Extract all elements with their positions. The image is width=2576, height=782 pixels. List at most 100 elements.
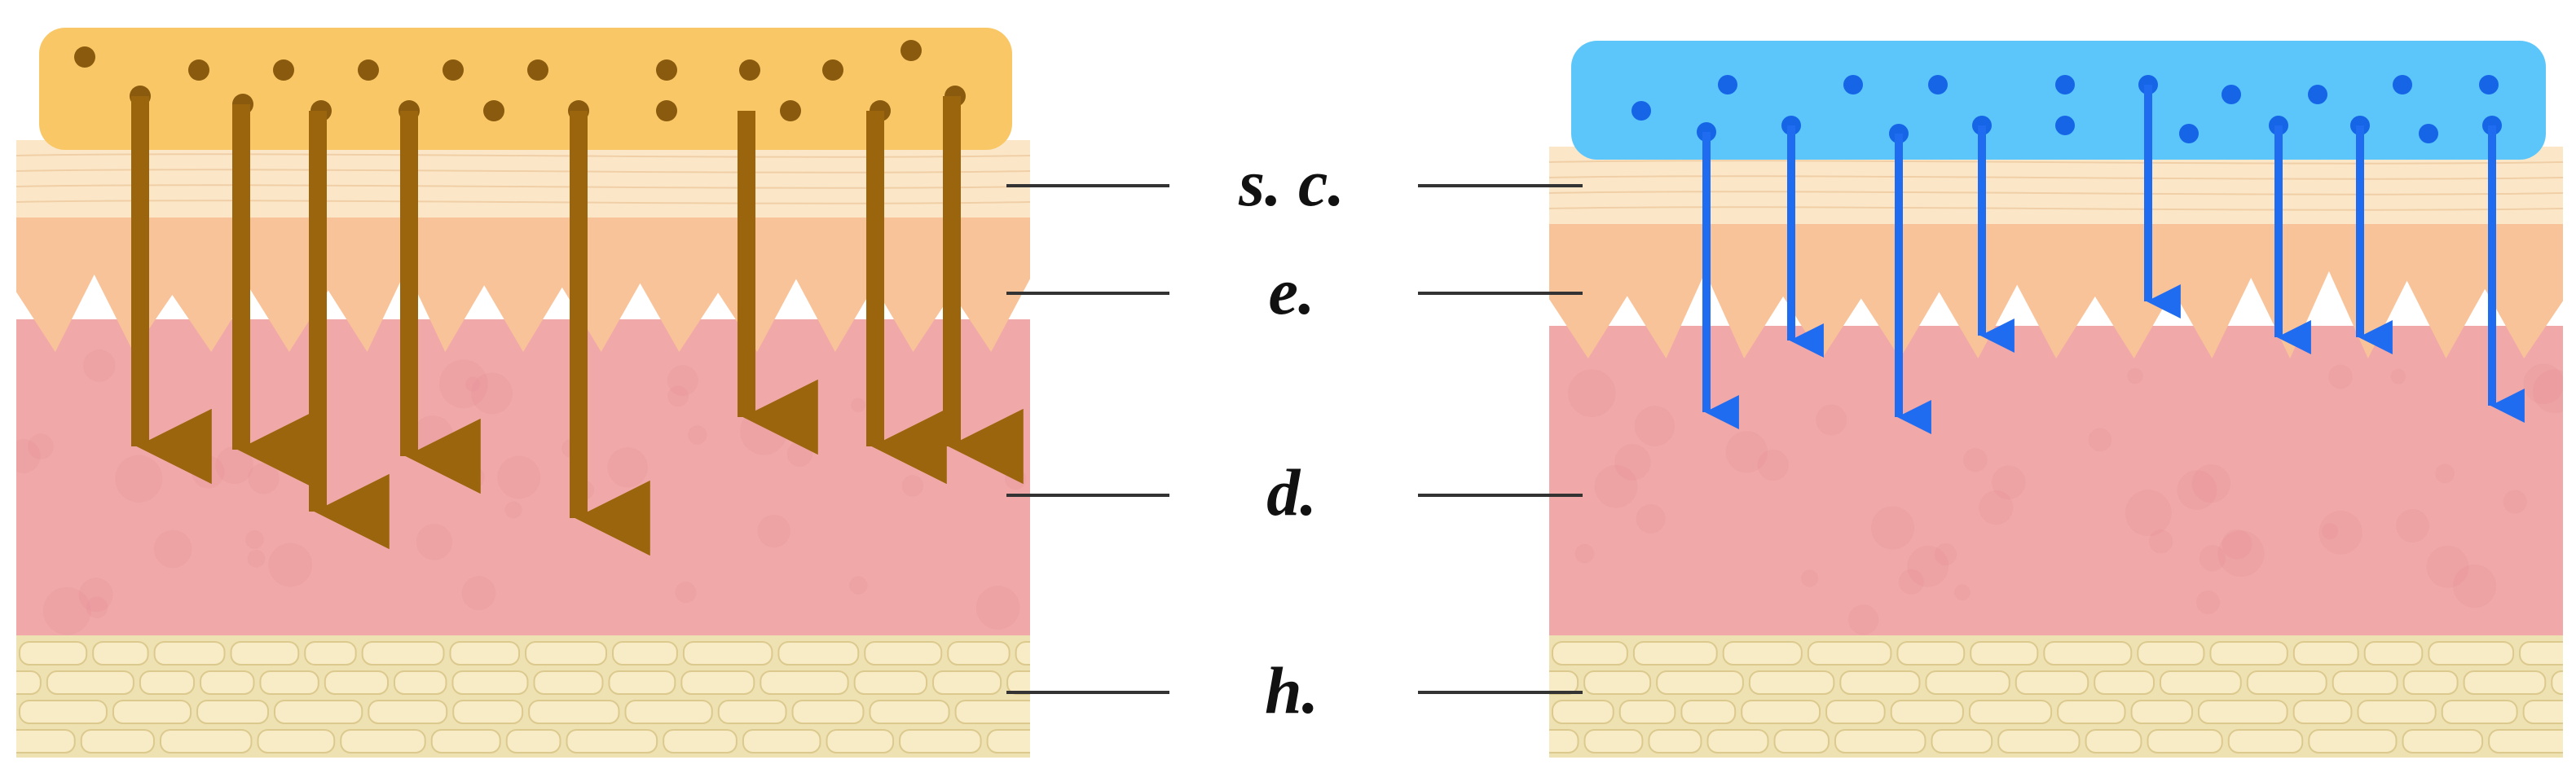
fat-cell — [742, 729, 821, 753]
particle — [900, 40, 922, 61]
fat-cell — [2402, 670, 2459, 695]
fat-cell — [566, 729, 658, 753]
fat-cell — [2522, 700, 2563, 724]
particle — [188, 59, 209, 81]
particle — [2308, 85, 2327, 104]
particle — [2222, 85, 2241, 104]
dermis-spot — [465, 376, 481, 392]
dermis-spot — [918, 424, 932, 438]
fat-cell — [304, 641, 357, 666]
dermis-spot — [1636, 503, 1666, 534]
fat-cell — [1632, 641, 1718, 666]
dermis-spot — [471, 372, 513, 415]
fat-cell — [449, 641, 521, 666]
fat-cell — [200, 670, 255, 695]
dermis-spot — [2435, 463, 2455, 484]
dermis-spot — [675, 582, 697, 604]
fat-cell — [864, 641, 943, 666]
stratum-corneum-line — [1549, 191, 2563, 196]
fat-cell — [2441, 700, 2518, 724]
stratum-corneum-line — [1549, 160, 2563, 165]
skin-section-right — [1549, 147, 2563, 758]
fat-cell — [1741, 700, 1821, 724]
particle — [822, 59, 843, 81]
particle — [273, 59, 294, 81]
fat-cell — [791, 700, 865, 724]
fat-cell — [2147, 729, 2223, 753]
label-stratum-corneum: s. c. — [1238, 146, 1345, 220]
fat-cell — [2209, 641, 2288, 666]
particle — [2179, 124, 2199, 143]
label-lines — [1006, 184, 1583, 694]
fat-cell — [1618, 700, 1676, 724]
particle — [527, 59, 548, 81]
particle — [1631, 101, 1651, 121]
fat-cell — [899, 729, 982, 753]
fat-cell — [361, 641, 445, 666]
fat-cell — [19, 641, 88, 666]
fat-cell — [1583, 670, 1652, 695]
dermis-spot — [901, 475, 924, 497]
formulation-layer-left — [39, 28, 1012, 150]
dermis-spot — [2322, 523, 2338, 540]
fat-cell — [1825, 700, 1886, 724]
dermis-spot — [1634, 406, 1676, 446]
dermis-spot — [1614, 444, 1651, 481]
dermis-spot — [2318, 511, 2362, 555]
particle — [74, 46, 95, 68]
dermis-spot — [16, 439, 41, 473]
dermis-spot — [115, 455, 163, 503]
fat-cell — [717, 700, 787, 724]
fat-cell — [1680, 700, 1737, 724]
dermis-spot — [1870, 506, 1915, 550]
dermis-spot — [688, 425, 707, 445]
fat-cell — [1997, 729, 2081, 753]
dermis-spot — [2195, 590, 2221, 614]
fat-cell — [2043, 641, 2133, 666]
fat-cell — [2015, 670, 2089, 695]
fat-cell — [2292, 641, 2359, 666]
fat-cell — [663, 729, 738, 753]
dermis-spot — [975, 586, 1020, 630]
dermis-spot — [42, 586, 91, 635]
fat-cell — [2057, 700, 2126, 724]
fat-cell — [2551, 670, 2563, 695]
fat-cell — [1773, 729, 1830, 753]
dermis-spot — [2328, 364, 2353, 389]
dermis-spot — [1757, 449, 1790, 481]
particle — [2055, 75, 2075, 94]
dermis-spot — [2523, 363, 2563, 405]
fat-cell — [760, 670, 849, 695]
dermis-spot — [1574, 543, 1595, 564]
fat-cell — [196, 700, 269, 724]
fat-cell — [2085, 729, 2142, 753]
dermis-spot — [1725, 431, 1768, 473]
dermis-spot — [849, 576, 868, 595]
fat-cell — [1890, 700, 1964, 724]
fat-cell — [393, 670, 447, 695]
label-dermis: d. — [1266, 455, 1317, 529]
stratum-corneum-layer — [16, 140, 1030, 217]
dermis-spot — [2088, 428, 2112, 452]
dermis-spot — [1847, 604, 1879, 635]
dermis-spot — [82, 349, 116, 382]
fat-cell — [954, 700, 1030, 724]
particle — [2055, 116, 2075, 135]
fat-cell — [1968, 700, 2053, 724]
stratum-corneum-line — [1549, 206, 2563, 211]
particle — [1928, 75, 1948, 94]
dermis-spot — [78, 578, 113, 613]
fat-cell — [257, 729, 336, 753]
stratum-corneum-line — [1549, 175, 2563, 180]
fat-cell — [1656, 670, 1744, 695]
fat-cell — [1807, 641, 1892, 666]
dermis-spot — [86, 596, 108, 619]
dermis-spot — [667, 385, 689, 407]
dermis-spot — [2453, 565, 2497, 608]
skin-section-left — [16, 140, 1030, 758]
fat-cell — [159, 729, 253, 753]
penetration-arrows-right — [1702, 85, 2525, 434]
fat-cell — [139, 670, 196, 695]
dermis-spot — [851, 398, 866, 413]
